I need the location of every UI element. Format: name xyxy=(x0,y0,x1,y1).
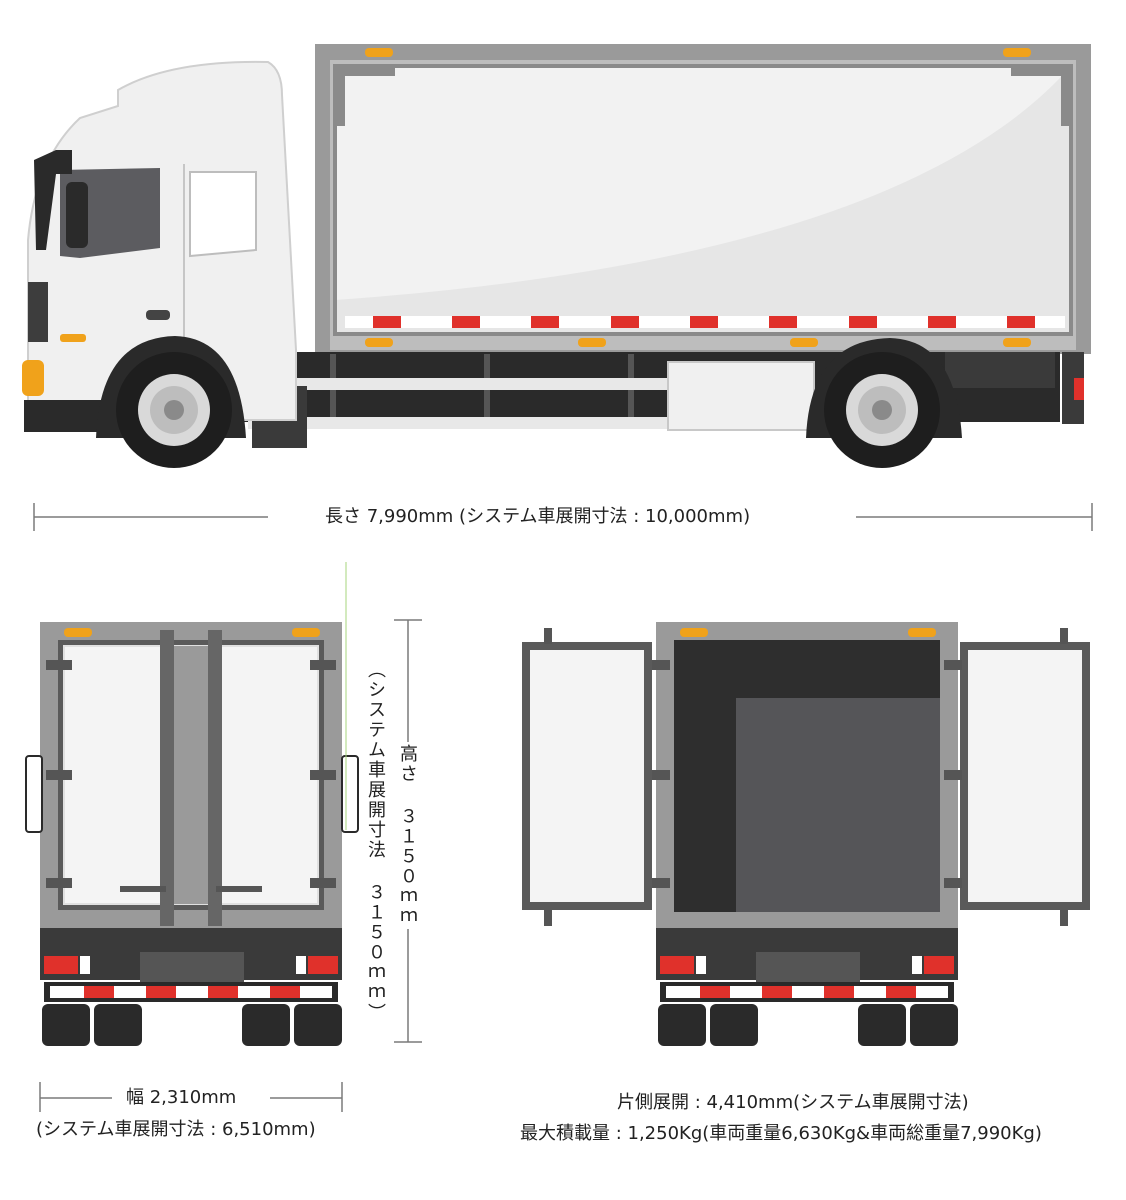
height-label: 高さ ３１５０ｍｍ xyxy=(397,742,418,929)
rear-wheel xyxy=(824,352,940,468)
side-open-label: 片側展開 : 4,410mm(システム車展開寸法) xyxy=(617,1092,969,1113)
width-label: 幅 2,310mm xyxy=(126,1087,237,1108)
truck-rear-view-open xyxy=(522,622,1090,1046)
width-dimension-line xyxy=(39,1082,343,1112)
front-wheel xyxy=(116,352,232,468)
max-load-label: 最大積載量 : 1,250Kg(車両重量6,630Kg&車両総重量7,990Kg… xyxy=(520,1123,1042,1144)
truck-rear-view-closed xyxy=(25,562,422,1046)
truck-side-view xyxy=(22,44,1091,468)
system-height-label: （システム車展開寸法 ３１５０ｍｍ） xyxy=(365,660,386,1023)
length-label: 長さ 7,990mm (システム車展開寸法 : 10,000mm) xyxy=(325,506,751,527)
width-system-label: (システム車展開寸法 : 6,510mm) xyxy=(36,1119,316,1140)
length-dimension-line xyxy=(33,503,1093,531)
